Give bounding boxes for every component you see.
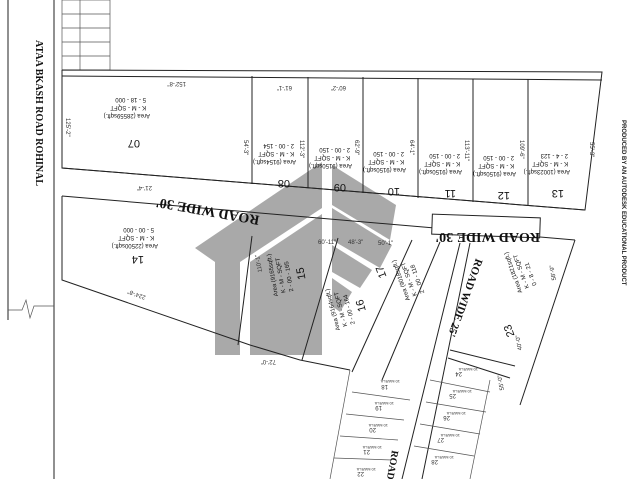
road-30-label-lower: ROAD WIDE 30': [435, 229, 540, 244]
dimension-label: 152'-8": [167, 80, 186, 86]
plot-unit: K - M - SQFT: [532, 160, 568, 166]
small-plot-number: 18: [381, 383, 388, 389]
plot-07: 07 Area (28559sqft.) K - M - SQFT 5 - 18…: [104, 96, 150, 149]
plot-number: 10: [388, 185, 400, 197]
plot-value: 2 - 00 - 150: [429, 152, 460, 158]
plot-13: 13 Area (10023sqft.) K - M - SQFT 2 - 4 …: [524, 152, 570, 199]
small-plot-number: 20: [369, 426, 376, 432]
plot-number: 11: [445, 187, 456, 199]
dimension-label: 64'-1": [408, 140, 414, 155]
dimension-label: 109'-6": [518, 140, 524, 159]
plot-number: 14: [132, 253, 144, 265]
small-plot-tag: 10 MARLA: [368, 423, 388, 428]
small-plot-labels: 18 19 20 21 22 24 25 26 27 28 10 MARLA 1…: [356, 367, 478, 476]
road-small-label: ROAD W: [382, 449, 400, 479]
plot-10: 10 Area (9150sqft.) K - M - SQFT 2 - 00 …: [363, 150, 406, 197]
dimension-label: 113'-11": [463, 140, 469, 161]
plot-value: 2 - 00 - 150: [483, 154, 514, 160]
plot-area: Area (9150sqft.): [309, 162, 352, 168]
plot-23: Area (1821sqft.) K - M - SQFT 0 - 8 - 21…: [502, 251, 539, 339]
road-30-label-upper: ROAD WIDE 30': [155, 194, 261, 227]
dimension-label: 110'-1": [255, 254, 264, 273]
small-plot-number: 27: [437, 436, 444, 442]
plot-area: Area (9150sqft.): [419, 168, 462, 174]
plot-value: 2 - 00 - 150: [373, 150, 404, 156]
small-plot-tag: 10 MARLA: [452, 389, 472, 394]
dimension-label: 55'-3": [588, 142, 594, 157]
plot-area: Area (9150sqft.): [473, 170, 516, 176]
plot-unit: K - M - SQFT: [478, 162, 514, 168]
dimension-label: 55'-0": [497, 375, 506, 391]
plot-value: 5 - 18 - 000: [115, 96, 146, 102]
small-plot-number: 28: [431, 458, 438, 464]
small-plot-number: 21: [363, 448, 370, 454]
plot-area: Area (9154sqft.): [253, 158, 296, 164]
dimension-label: 54'-3": [242, 140, 248, 155]
plot-08: 08 Area (9154sqft.) K - M - SQFT 2 - 00 …: [253, 142, 296, 189]
plot-number: 15: [294, 266, 308, 280]
lower-small-plots: [329, 369, 491, 479]
small-plot-number: 25: [449, 392, 456, 398]
plot-value: 2 - 00 - 150: [319, 146, 350, 152]
watermark-logo: [195, 162, 396, 355]
plot-number: 13: [552, 187, 564, 199]
plot-area: Area (9150sqft.): [363, 166, 406, 172]
small-plot-number: 24: [455, 370, 462, 376]
plot-value: 2 - 00 - 154: [263, 142, 294, 148]
dimension-label: 224'-8": [127, 288, 147, 300]
plot-area: Area (22500sqft.): [112, 242, 158, 248]
plot-unit: K - M - SQFT: [368, 158, 404, 164]
small-plot-number: 22: [357, 470, 364, 476]
small-plot-tag: 10 MARLA: [356, 467, 376, 472]
small-plot-tag: 10 MARLA: [440, 433, 460, 438]
plot-unit: K - M - SQFT: [258, 150, 294, 156]
plot-number: 07: [128, 137, 140, 149]
plot-unit: K - M - SQFT: [110, 104, 146, 110]
plot-number: 17: [374, 264, 389, 280]
plot-number: 16: [354, 298, 369, 313]
dimension-label: 50'-1": [378, 241, 393, 247]
plot-area: Area (10023sqft.): [524, 168, 570, 174]
dimension-label: 58'-9": [549, 265, 558, 281]
plot-12: 12 Area (9150sqft.) K - M - SQFT 2 - 00 …: [473, 154, 516, 201]
plot-value: 2 - 4 - 123: [540, 152, 568, 158]
plot-unit: K - M - SQFT: [424, 160, 460, 166]
small-plot-tag: 10 MARLA: [380, 379, 400, 384]
small-plot-number: 19: [375, 404, 382, 410]
plot-number: 12: [498, 189, 510, 201]
dimension-label: 61'-1": [277, 84, 292, 90]
small-plot-number: 26: [443, 414, 450, 420]
plot-unit: K - M - SQFT: [314, 154, 350, 160]
small-plot-tag: 10 MARLA: [362, 445, 382, 450]
plot-value: 2 - 00 - 165: [284, 260, 295, 292]
dimension-label: 62'-9": [353, 140, 359, 155]
plot-number: 23: [502, 323, 517, 339]
main-road-label: ATAA BKASH ROAD ROHINAL: [33, 40, 44, 186]
plot-number: 09: [334, 181, 346, 193]
dimension-label: 60'-2": [331, 84, 346, 90]
plot-09: 09 Area (9150sqft.) K - M - SQFT 2 - 00 …: [309, 146, 352, 193]
autodesk-watermark: PRODUCED BY AN AUTODESK EDUCATIONAL PROD…: [620, 120, 626, 286]
plot-11: 11 Area (9150sqft.) K - M - SQFT 2 - 00 …: [419, 152, 462, 199]
small-plot-tag: 10 MARLA: [374, 401, 394, 406]
plot-14: 14 Area (22500sqft.) K - M - SQFT 5 - 00…: [112, 226, 158, 265]
plot-value: 5 - 00 - 000: [123, 226, 154, 232]
small-plot-tag: 10 MARLA: [446, 411, 466, 416]
small-plot-tag: 10 MARLA: [434, 455, 454, 460]
dimension-label: 112'-3": [298, 140, 304, 158]
dimension-label: 48'-3": [348, 240, 363, 246]
dimension-label: 125'-2": [64, 118, 70, 137]
top-left-small-plots: [61, 0, 111, 71]
dimension-label: 40'-0": [515, 335, 524, 351]
dimension-label: 21'-4": [137, 184, 152, 190]
plot-number: 08: [278, 177, 290, 189]
dimension-label: 60'-11": [318, 240, 336, 246]
plot-unit: K - M - SQFT: [118, 234, 154, 240]
plot-area: Area (28559sqft.): [104, 112, 150, 118]
dimension-label: 72'-0": [261, 358, 276, 364]
small-plot-tag: 10 MARLA: [458, 367, 478, 372]
